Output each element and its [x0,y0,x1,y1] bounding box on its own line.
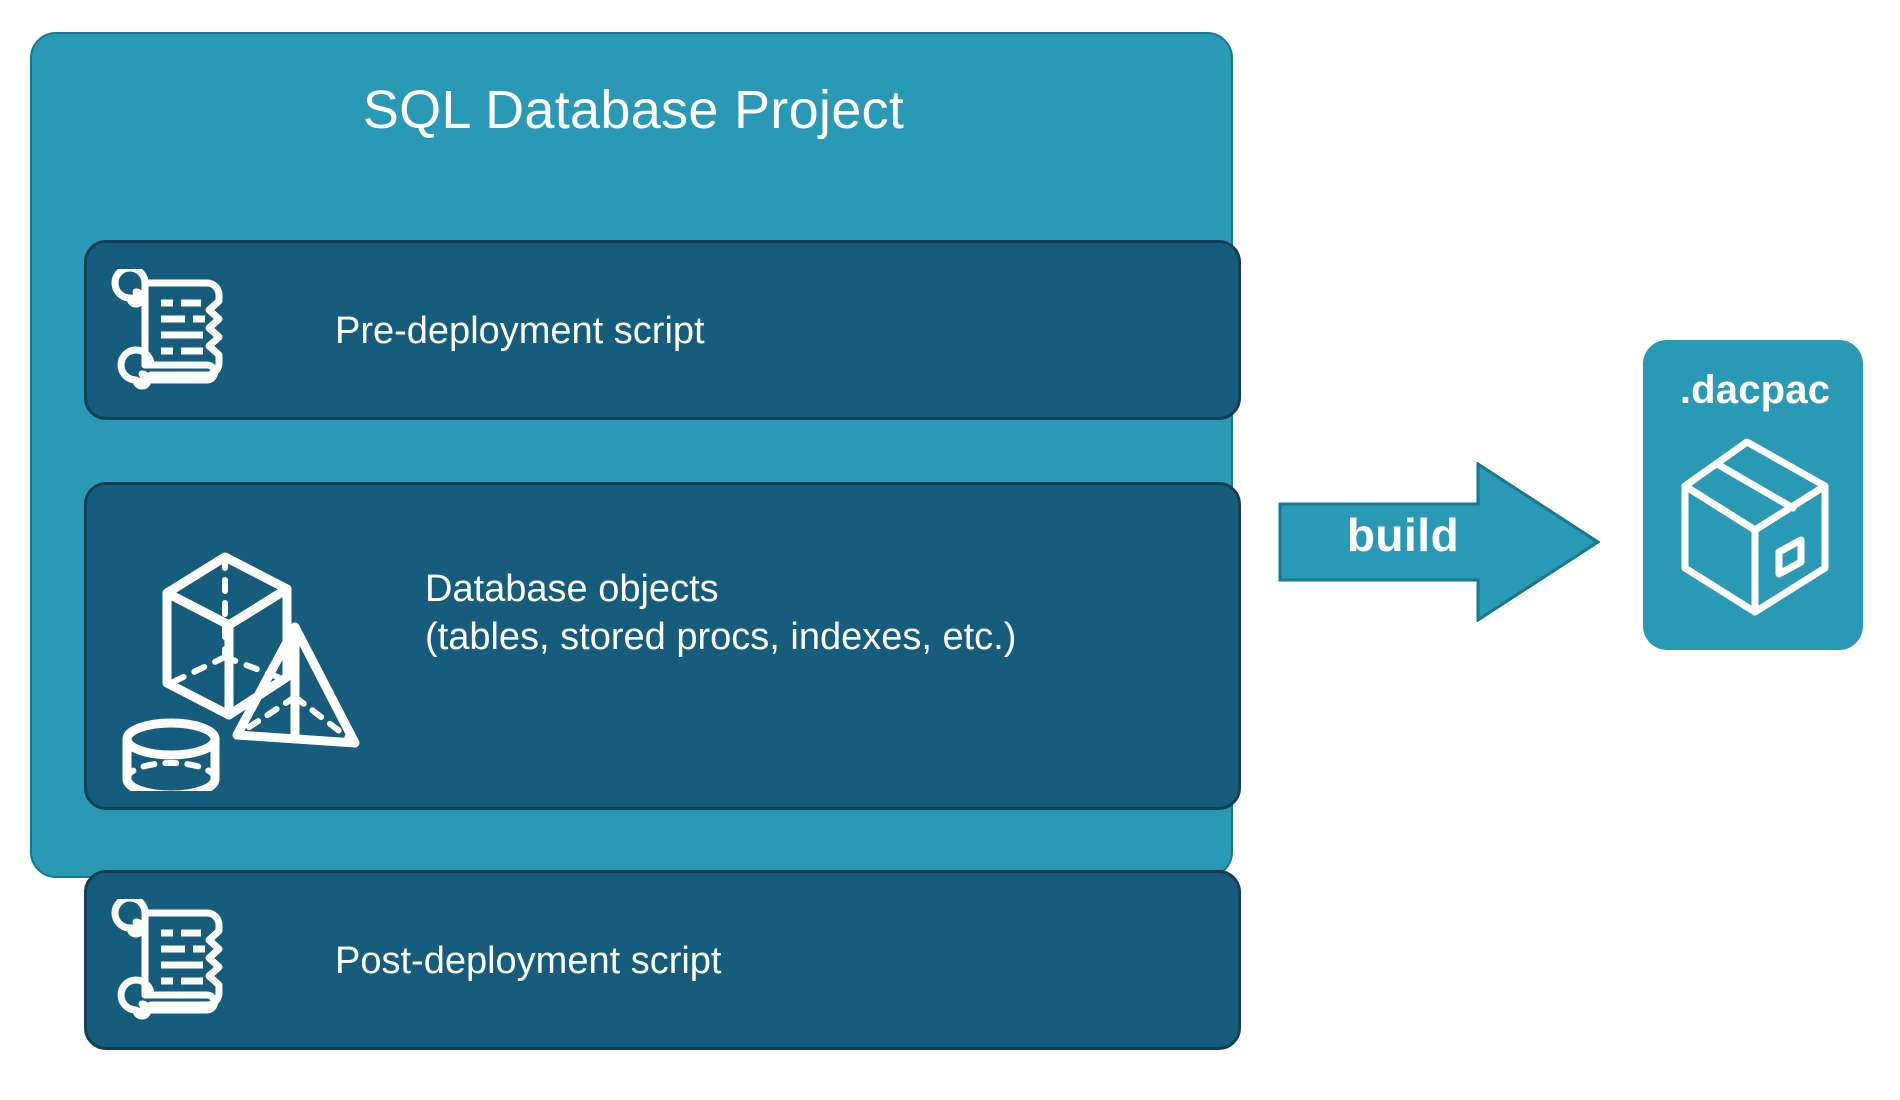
card-post-deployment[interactable]: Post-deployment script [84,870,1241,1050]
scroll-icon [111,894,239,1032]
card-database-objects-label-line2: (tables, stored procs, indexes, etc.) [425,616,1017,658]
dacpac-title: .dacpac [1679,368,1831,412]
dacpac-output-panel[interactable]: .dacpac [1643,340,1863,650]
card-post-deployment-label: Post-deployment script [335,940,722,982]
card-pre-deployment-label: Pre-deployment script [335,310,705,352]
shapes-icon [109,507,399,800]
card-database-objects[interactable]: Database objects (tables, stored procs, … [84,482,1241,810]
right-arrow-icon [1278,461,1601,623]
scroll-icon [111,264,239,402]
build-label: build [1346,509,1460,561]
card-database-objects-label-line1: Database objects [425,568,719,610]
sql-database-project-panel: SQL Database Project [30,32,1241,1050]
card-pre-deployment[interactable]: Pre-deployment script [84,240,1241,420]
package-box-icon [1675,434,1835,625]
project-title: SQL Database Project [362,80,905,140]
